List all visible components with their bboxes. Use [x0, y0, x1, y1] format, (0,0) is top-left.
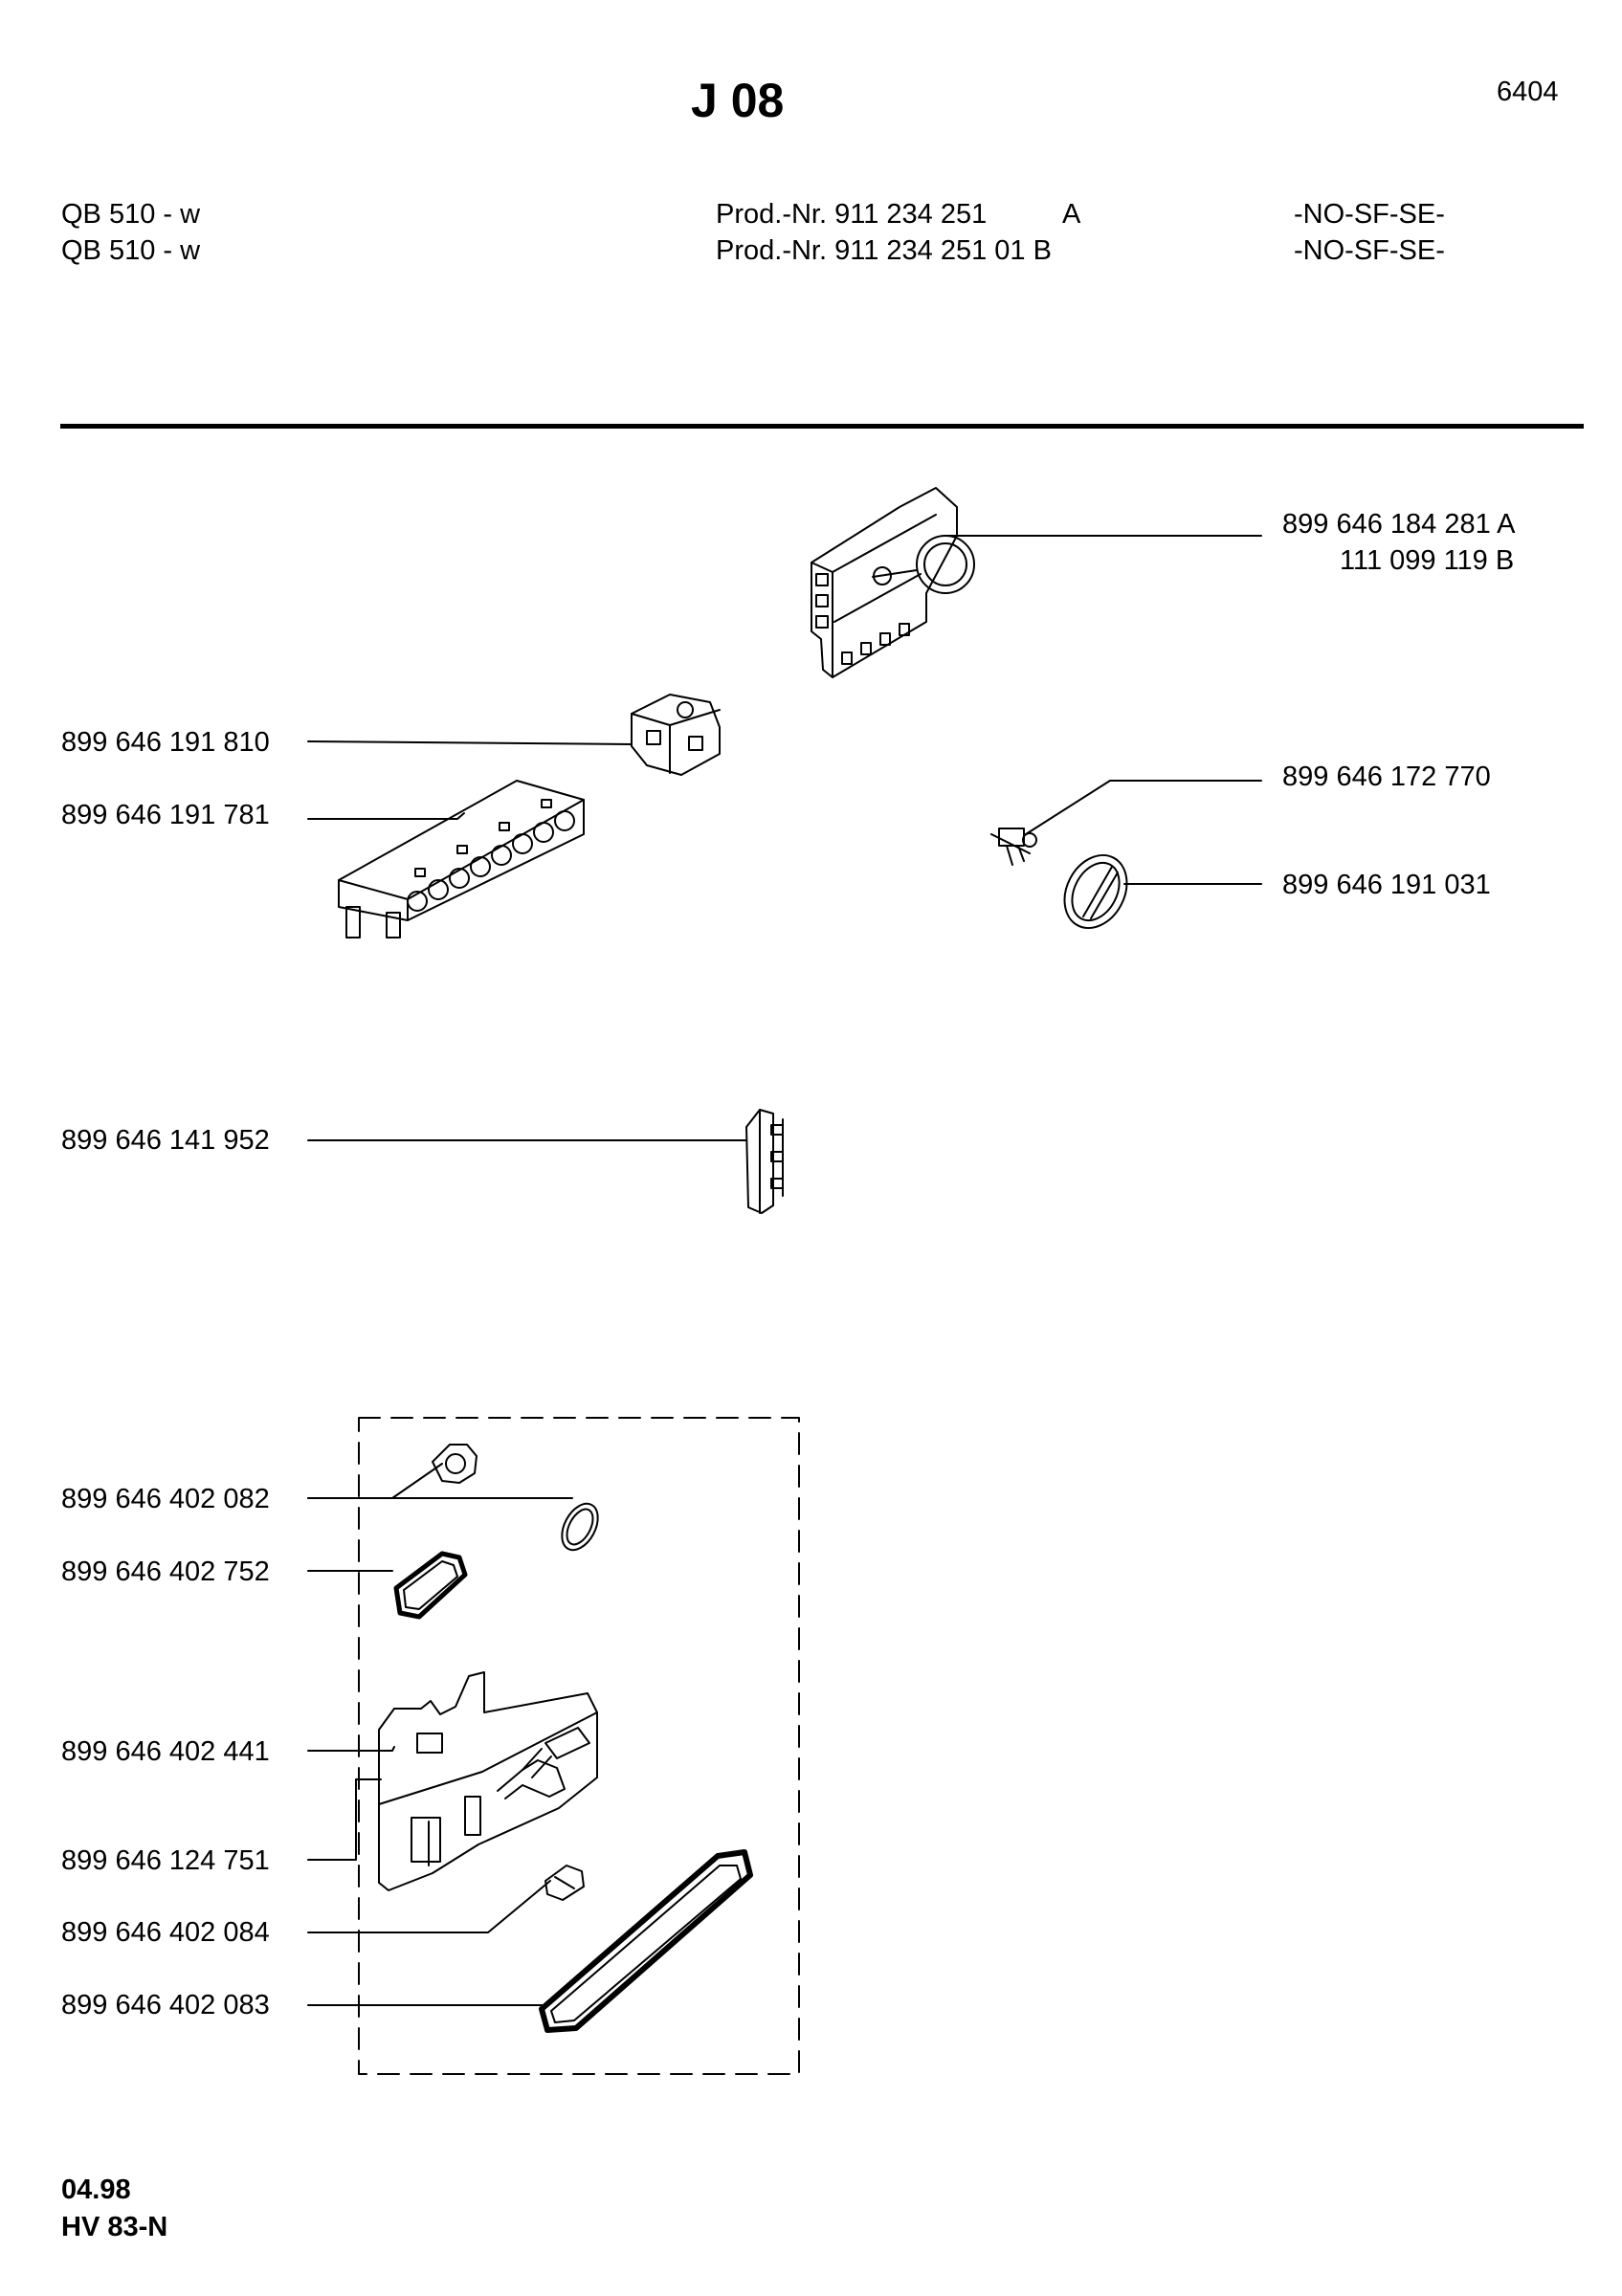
part-label-timer-a: 899 646 184 281 A — [1282, 509, 1516, 540]
part-label-switch: 899 646 191 810 — [61, 727, 270, 758]
header-divider — [60, 424, 1584, 429]
large-seal-drawing — [542, 1852, 750, 2030]
sheet-number: 6404 — [1497, 77, 1559, 107]
small-seal-drawing — [396, 1554, 465, 1617]
part-label-seal-large: 899 646 402 083 — [61, 1990, 270, 2020]
part-label-connector: 899 646 141 952 — [61, 1125, 270, 1156]
gasket-ring-drawing — [433, 1445, 605, 1556]
model-row-2: QB 510 - w — [61, 235, 201, 266]
part-label-dispenser: 899 646 402 441 — [61, 1736, 270, 1767]
prod-number-row-1: Prod.-Nr. 911 234 251 — [716, 199, 988, 230]
part-label-seal-small: 899 646 402 752 — [61, 1556, 270, 1587]
countries-row-2: -NO-SF-SE- — [1294, 235, 1445, 266]
kit-boundary — [359, 1418, 799, 2074]
part-label-lamp-holder: 899 646 172 770 — [1282, 762, 1491, 792]
footer-date: 04.98 — [61, 2175, 131, 2205]
countries-row-1: -NO-SF-SE- — [1294, 199, 1445, 230]
lamp-holder-drawing — [991, 828, 1036, 865]
variant-row-1: A — [1062, 199, 1081, 230]
part-label-latch: 899 646 402 084 — [61, 1917, 270, 1948]
knob-drawing — [1053, 845, 1140, 939]
timer-drawing — [811, 488, 974, 677]
dispenser-drawing — [379, 1672, 597, 1890]
part-label-gasket-ring: 899 646 402 082 — [61, 1484, 270, 1514]
part-label-knob: 899 646 191 031 — [1282, 870, 1491, 900]
latch-drawing — [545, 1866, 584, 1900]
connector-drawing — [746, 1110, 783, 1213]
leader-lines — [308, 536, 1261, 2005]
button-block-drawing — [339, 781, 584, 938]
part-label-button-block: 899 646 191 781 — [61, 800, 270, 830]
part-label-timer-b: 111 099 119 B — [1340, 545, 1515, 576]
page-title: J 08 — [691, 74, 785, 127]
switch-drawing — [632, 695, 720, 775]
prod-number-row-2: Prod.-Nr. 911 234 251 01 B — [716, 235, 1052, 266]
footer-code: HV 83-N — [61, 2212, 168, 2242]
model-row-1: QB 510 - w — [61, 199, 201, 230]
part-label-solenoid: 899 646 124 751 — [61, 1845, 270, 1876]
